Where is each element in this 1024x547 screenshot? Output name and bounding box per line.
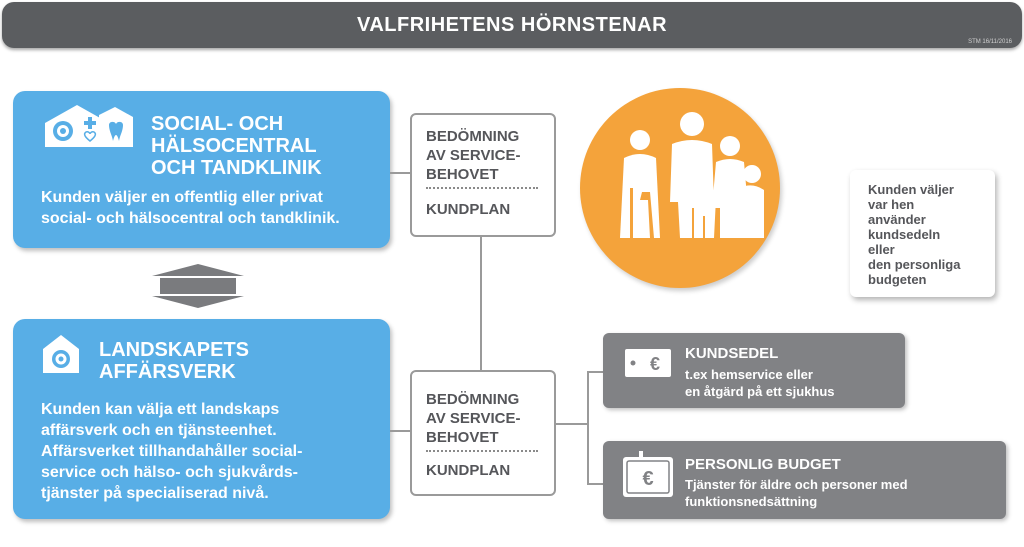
speech-line: använder <box>868 212 926 227</box>
voucher-box: € KUNDSEDEL t.ex hemservice eller en åtg… <box>603 333 905 408</box>
speech-bubble-text: Kunden väljer var hen använder kundsedel… <box>868 182 960 287</box>
assessment-heading-line: AV SERVICE- <box>426 147 521 164</box>
health-center-building-icon <box>45 105 133 147</box>
assessment-heading-line: BEDÖMNING <box>426 391 520 408</box>
connector-line <box>552 423 588 425</box>
landskap-text-line: affärsverk och en tjänsteenhet. <box>41 422 277 439</box>
regional-enterprise-box: LANDSKAPETS AFFÄRSVERK Kunden kan välja … <box>13 319 390 519</box>
family-circle <box>580 88 780 288</box>
social-text-line: Kunden väljer en offentlig eller privat <box>41 189 323 206</box>
social-text-line: social- och hälsocentral och tandklinik. <box>41 210 340 227</box>
customer-plan-label: KUNDPLAN <box>426 201 511 218</box>
budget-text: Tjänster för äldre och personer med funk… <box>685 476 908 510</box>
wallet-icon: € <box>623 451 673 497</box>
voucher-title: KUNDSEDEL <box>685 345 779 362</box>
voucher-text: t.ex hemservice eller en åtgärd på ett s… <box>685 366 835 400</box>
speech-line: den personliga <box>868 257 961 272</box>
euro-symbol: € <box>642 468 653 490</box>
landskap-text-line: tjänster på specialiserad nivå. <box>41 485 269 502</box>
connector-line <box>390 172 410 174</box>
customer-plan-label: KUNDPLAN <box>426 462 511 479</box>
landskap-text-line: Kunden kan välja ett landskaps <box>41 401 280 418</box>
speech-line: budgeten <box>868 272 927 287</box>
connector-line <box>587 371 603 373</box>
voucher-text-line: t.ex hemservice eller <box>685 367 813 382</box>
assessment-heading-line: BEHOVET <box>426 166 499 183</box>
page-title: VALFRIHETENS HÖRNSTENAR <box>356 14 668 36</box>
voucher-text-line: en åtgärd på ett sjukhus <box>685 384 835 399</box>
header-bar: VALFRIHETENS HÖRNSTENAR STM 16/11/2016 <box>2 2 1022 48</box>
assessment-box-top: BEDÖMNING AV SERVICE- BEHOVET KUNDPLAN <box>410 113 556 237</box>
social-health-center-box: SOCIAL- OCH HÄLSOCENTRAL OCH TANDKLINIK … <box>13 91 390 248</box>
assessment-heading: BEDÖMNING AV SERVICE- BEHOVET <box>426 127 520 184</box>
document-code: STM 16/11/2016 <box>968 39 1012 45</box>
landskap-title-line: AFFÄRSVERK <box>99 361 236 383</box>
connector-line <box>390 430 410 432</box>
social-box-text: Kunden väljer en offentlig eller privat … <box>41 187 340 229</box>
assessment-heading-line: AV SERVICE- <box>426 410 521 427</box>
landskap-box-text: Kunden kan välja ett landskaps affärsver… <box>41 399 302 504</box>
social-title-line: OCH TANDKLINIK <box>151 157 322 179</box>
budget-text-line: Tjänster för äldre och personer med <box>685 477 908 492</box>
social-title-line: HÄLSOCENTRAL <box>151 135 317 157</box>
speech-bubble: Kunden väljer var hen använder kundsedel… <box>850 170 995 297</box>
dotted-divider <box>426 450 538 452</box>
social-box-title: SOCIAL- OCH HÄLSOCENTRAL OCH TANDKLINIK <box>151 113 322 179</box>
double-arrow-icon <box>152 264 244 308</box>
landskap-title-line: LANDSKAPETS <box>99 339 250 361</box>
budget-text-line: funktionsnedsättning <box>685 494 818 509</box>
speech-line: var hen <box>868 197 915 212</box>
landskap-text-line: service och hälso- och sjukvårds- <box>41 464 298 481</box>
speech-line: kundsedeln <box>868 227 941 242</box>
euro-symbol: € <box>650 354 660 374</box>
landskap-box-title: LANDSKAPETS AFFÄRSVERK <box>99 339 249 383</box>
family-icon <box>620 112 764 238</box>
connector-line <box>480 235 482 370</box>
connector-line <box>587 371 589 485</box>
assessment-box-bottom: BEDÖMNING AV SERVICE- BEHOVET KUNDPLAN <box>410 370 556 496</box>
landskap-text-line: Affärsverket tillhandahåller social- <box>41 443 303 460</box>
social-title-line: SOCIAL- OCH <box>151 113 284 135</box>
building-icon <box>43 335 79 373</box>
assessment-heading: BEDÖMNING AV SERVICE- BEHOVET <box>426 390 520 447</box>
budget-title: PERSONLIG BUDGET <box>685 456 841 473</box>
voucher-icon: € <box>625 349 671 377</box>
assessment-heading-line: BEDÖMNING <box>426 128 520 145</box>
speech-line: Kunden väljer <box>868 182 954 197</box>
speech-line: eller <box>868 242 895 257</box>
dotted-divider <box>426 187 538 189</box>
connector-line <box>587 483 603 485</box>
assessment-heading-line: BEHOVET <box>426 429 499 446</box>
personal-budget-box: € PERSONLIG BUDGET Tjänster för äldre oc… <box>603 441 1006 519</box>
